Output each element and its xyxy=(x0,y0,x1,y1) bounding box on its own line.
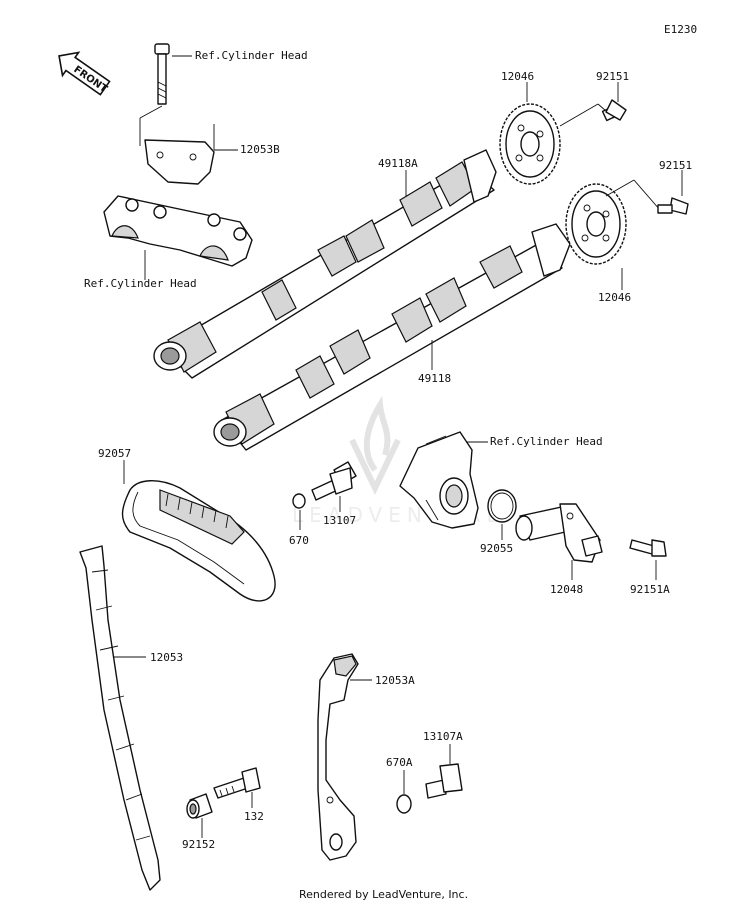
label-ref-head-right: Ref.Cylinder Head xyxy=(490,435,603,448)
bolt-92151A xyxy=(629,539,667,557)
label-ref-head-left: Ref.Cylinder Head xyxy=(84,277,197,290)
tensioner-12048 xyxy=(515,503,603,563)
label-13107A: 13107A xyxy=(423,730,463,743)
front-arrow-icon: FRONT xyxy=(58,51,111,96)
label-12053: 12053 xyxy=(150,651,183,664)
label-92055: 92055 xyxy=(480,542,513,555)
label-ref-head-top: Ref.Cylinder Head xyxy=(195,49,308,62)
chain-guide-12053 xyxy=(79,545,161,891)
label-670A: 670A xyxy=(386,756,413,769)
o-ring-670A xyxy=(396,794,412,814)
label-132: 132 xyxy=(244,810,264,823)
part-12053B-bracket xyxy=(139,105,215,185)
tensioner-housing xyxy=(399,431,479,529)
label-49118: 49118 xyxy=(418,372,451,385)
camshaft-49118 xyxy=(213,223,571,451)
bolt-132 xyxy=(213,767,261,799)
diagram-code: E1230 xyxy=(664,23,697,36)
camshaft-49118A xyxy=(153,149,497,379)
bolt-92151-top xyxy=(559,99,627,127)
sprocket-12046-upper xyxy=(499,103,561,185)
label-12046-top: 12046 xyxy=(501,70,534,83)
label-92151A: 92151A xyxy=(630,583,670,596)
o-ring-92055 xyxy=(487,489,517,523)
camshaft-cap xyxy=(103,195,253,267)
bolt-13107A xyxy=(425,763,463,799)
label-670: 670 xyxy=(289,534,309,547)
chain-guide-12053A xyxy=(317,653,359,861)
sprocket-12046-lower xyxy=(565,183,627,265)
label-13107: 13107 xyxy=(323,514,356,527)
collar-92152 xyxy=(186,793,213,819)
label-12046-mid: 12046 xyxy=(598,291,631,304)
label-12053B: 12053B xyxy=(240,143,280,156)
label-92151-mid: 92151 xyxy=(659,159,692,172)
label-49118A: 49118A xyxy=(378,157,418,170)
label-12048: 12048 xyxy=(550,583,583,596)
head-bolt xyxy=(154,43,170,105)
cam-chain-92057 xyxy=(121,480,276,602)
label-12053A: 12053A xyxy=(375,674,415,687)
bolt-13107 xyxy=(311,461,357,501)
label-92057: 92057 xyxy=(98,447,131,460)
label-92151-top: 92151 xyxy=(596,70,629,83)
o-ring-670 xyxy=(292,493,306,509)
footer-credit: Rendered by LeadVenture, Inc. xyxy=(299,888,468,901)
bolt-92151-mid xyxy=(605,179,689,215)
label-92152: 92152 xyxy=(182,838,215,851)
